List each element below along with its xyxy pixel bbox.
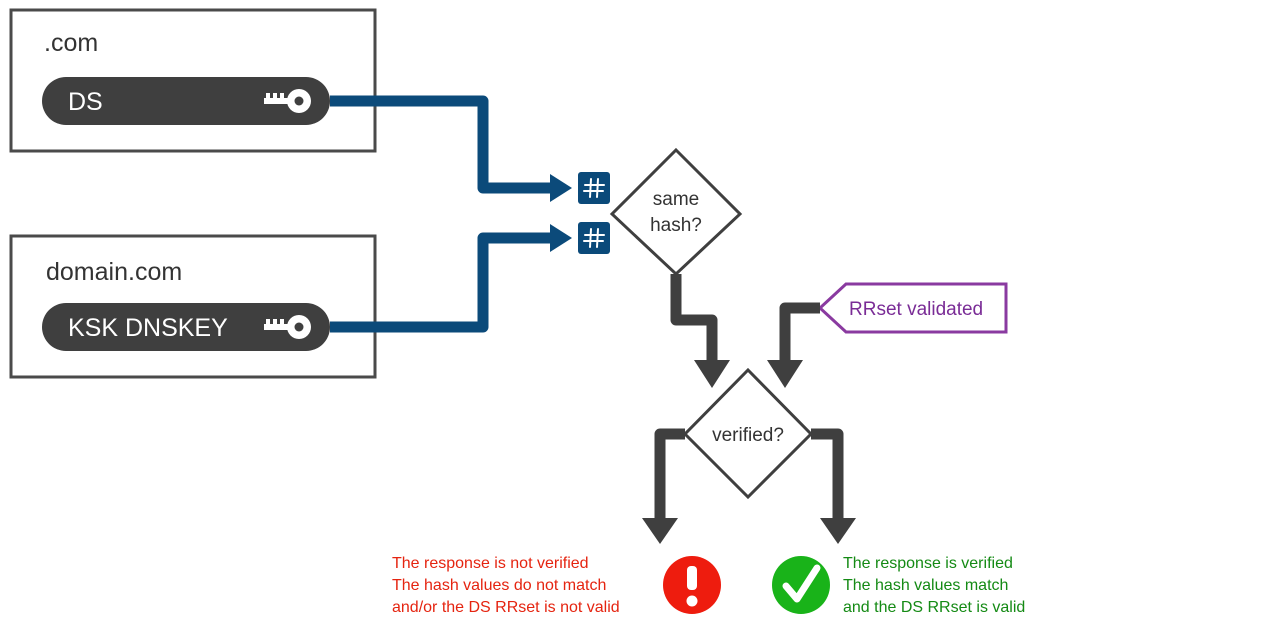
checkmark-icon (772, 556, 830, 614)
not-verified-connector (654, 428, 685, 520)
child-zone-name: domain.com (46, 258, 182, 286)
same-hash-decision: same hash? (609, 147, 743, 277)
hash-to-verify-connector (670, 274, 718, 362)
rrset-validated-label: RRset validated (849, 299, 983, 320)
dnskey-arrowhead (550, 224, 572, 252)
verified-label: verified? (712, 425, 784, 446)
ds-connector (330, 95, 552, 194)
success-line3: and the DS RRset is valid (843, 599, 1025, 616)
parent-zone-box: .com DS (9, 8, 377, 153)
failure-outcome: The response is not verified The hash va… (392, 555, 721, 616)
verified-arrowhead (820, 518, 856, 544)
hash-icon (578, 172, 610, 204)
not-verified-arrowhead (642, 518, 678, 544)
hash-to-verify-arrowhead (694, 360, 730, 388)
verified-decision: verified? (682, 367, 814, 500)
ds-arrowhead (550, 174, 572, 202)
key-icon (264, 315, 311, 339)
same-hash-line2: hash? (650, 215, 702, 236)
parent-zone-name: .com (44, 29, 98, 57)
failure-line2: The hash values do not match (392, 577, 606, 594)
success-line1: The response is verified (843, 555, 1013, 572)
failure-line1: The response is not verified (392, 555, 589, 572)
failure-line3: and/or the DS RRset is not valid (392, 599, 620, 616)
child-zone-box: domain.com KSK DNSKEY (9, 234, 377, 379)
verified-connector (811, 428, 844, 520)
exclamation-icon (663, 556, 721, 614)
key-icon (264, 89, 311, 113)
same-hash-line1: same (653, 189, 699, 210)
success-line2: The hash values match (843, 577, 1008, 594)
dnskey-connector (330, 232, 552, 333)
rrset-arrowhead (767, 360, 803, 388)
hash-icon (578, 222, 610, 254)
ds-record-label: DS (68, 88, 103, 116)
ksk-dnskey-pill: KSK DNSKEY (42, 303, 330, 351)
rrset-connector (779, 302, 820, 362)
ds-record-pill: DS (42, 77, 330, 125)
success-outcome: The response is verified The hash values… (772, 555, 1025, 616)
rrset-validated-flag: RRset validated (817, 282, 1008, 334)
ksk-dnskey-label: KSK DNSKEY (68, 314, 228, 342)
